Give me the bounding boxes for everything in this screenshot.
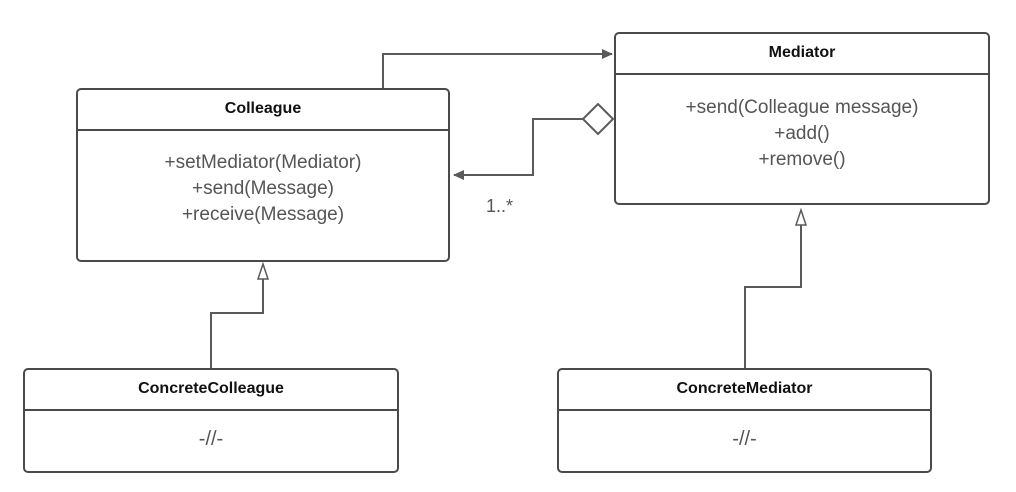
association-colleague-to-mediator [382, 49, 613, 88]
aggregation-diamond-icon [581, 102, 615, 136]
method-add: +add() [774, 123, 830, 144]
method-receive: +receive(Message) [181, 204, 345, 225]
class-body: -//- [732, 428, 757, 450]
generalization-triangle-icon [256, 261, 270, 280]
class-methods: +send(Colleague message) +add() +remove(… [616, 75, 988, 173]
method-send: +send(Colleague message) [685, 97, 919, 118]
aggregation-mediator-to-colleague [453, 118, 583, 180]
class-body: -//- [198, 428, 224, 450]
class-title: ConcreteColleague [25, 370, 397, 411]
generalization-concrete-colleague [210, 279, 264, 368]
colleague-class[interactable]: Colleague +setMediator(Mediator) +send(M… [76, 88, 450, 262]
method-set-mediator: +setMediator(Mediator) [164, 152, 362, 173]
class-title: Colleague [78, 90, 448, 131]
method-remove: +remove() [758, 149, 846, 170]
mediator-class[interactable]: Mediator +send(Colleague message) +add()… [614, 32, 990, 205]
class-title: Mediator [616, 34, 988, 75]
generalization-triangle-icon [794, 207, 808, 226]
multiplicity-label: 1..* [486, 196, 514, 216]
class-methods: +setMediator(Mediator) +send(Message) +r… [78, 131, 448, 228]
generalization-concrete-mediator [744, 225, 802, 368]
method-send: +send(Message) [191, 178, 335, 199]
concrete-colleague-class[interactable]: ConcreteColleague -//- [23, 368, 399, 473]
class-title: ConcreteMediator [559, 370, 930, 411]
concrete-mediator-class[interactable]: ConcreteMediator -//- [557, 368, 932, 473]
